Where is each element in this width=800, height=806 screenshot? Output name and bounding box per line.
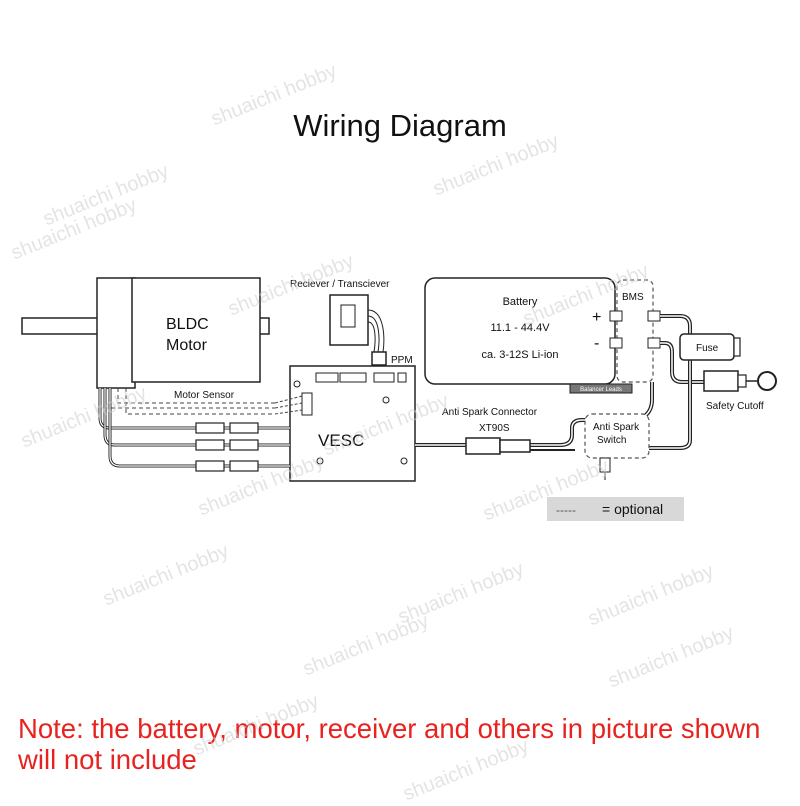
anti-spark-connector: Anti Spark Connector XT90S (442, 407, 538, 455)
bullet-connector-a1 (195, 422, 225, 434)
receiver-label: Reciever / Transciever (290, 279, 390, 290)
legend-box (547, 497, 684, 521)
anti-spark-switch-label-1: Anti Spark (593, 422, 640, 433)
phase-wire-b-inner (104, 388, 290, 446)
phase-wire-c-inner (109, 388, 290, 467)
bms-terminal-plus (609, 310, 623, 322)
battery-plus: + (592, 309, 601, 326)
battery-voltage: 11.1 - 44.4V (490, 322, 550, 334)
anti-spark-switch: Anti Spark Switch (584, 413, 650, 480)
legend: ----- = optional (547, 497, 684, 521)
battery: Battery 11.1 - 44.4V ca. 3-12S Li-ion + … (424, 277, 633, 394)
vesc-header-4 (397, 372, 407, 383)
motor-shaft (21, 317, 103, 335)
bullet-connector-c2 (229, 460, 259, 472)
vesc-board (289, 365, 416, 482)
disclaimer-note: Note: the battery, motor, receiver and o… (18, 713, 761, 775)
bullet-connector-a2 (229, 422, 259, 434)
legend-dashes: ----- (556, 503, 576, 517)
legend-text: = optional (602, 501, 663, 517)
receiver-wire-1 (367, 309, 385, 353)
motor-sensor-label: Motor Sensor (174, 390, 235, 401)
vesc-header-2 (339, 372, 367, 383)
page-title: Wiring Diagram (293, 108, 507, 143)
battery-cells: ca. 3-12S Li-ion (481, 349, 558, 361)
anti-spark-connector-label: Anti Spark Connector (442, 407, 538, 418)
xt90s-female (465, 437, 501, 455)
receiver: Reciever / Transciever PPM (290, 279, 413, 376)
vesc-mount-hole (293, 380, 301, 388)
bullet-connector-b2 (229, 439, 259, 451)
ppm-label: PPM (391, 355, 413, 366)
motor-body (131, 277, 261, 383)
balancer-leads (569, 383, 633, 394)
motor-front-flange (96, 277, 136, 389)
vesc: VESC (289, 365, 416, 482)
safety-plug-cap (737, 374, 747, 388)
bms-out-minus (647, 337, 661, 349)
sensor-fan-in (274, 395, 303, 415)
switch-lead (530, 418, 592, 447)
wire-return-inner (642, 360, 691, 449)
battery-minus: - (594, 335, 599, 352)
bullet-connector-c1 (195, 460, 225, 472)
battery-pack (424, 277, 616, 385)
sensor-wire-dashed (125, 388, 275, 415)
ppm-plug (371, 351, 387, 366)
motor-label-line2: Motor (166, 337, 208, 354)
receiver-window (340, 304, 356, 328)
fuse-cap (733, 337, 741, 357)
battery-label: Battery (503, 296, 538, 308)
anti-spark-connector-type: XT90S (479, 423, 510, 434)
fuse-label: Fuse (696, 343, 719, 354)
safety-label: Safety Cutoff (706, 401, 764, 412)
vesc-sensor-header (301, 392, 313, 416)
phase-wires (98, 388, 290, 472)
anti-spark-switch-label-2: Switch (597, 435, 626, 446)
vesc-ppm-header (373, 372, 395, 383)
vesc-label: VESC (318, 431, 364, 450)
motor-sensor-wiring: Motor Sensor (109, 388, 303, 415)
receiver-wire-2 (367, 315, 380, 353)
bms-label: BMS (622, 292, 644, 303)
motor-label-line1: BLDC (166, 316, 209, 333)
receiver-wire-3 (367, 321, 376, 353)
anti-spark-switch-box (584, 413, 650, 459)
vesc-mount-hole (400, 457, 408, 465)
fuse: Fuse (679, 333, 741, 361)
bullet-connector-b1 (195, 439, 225, 451)
vesc-header-1 (315, 372, 339, 383)
xt90s-male (499, 439, 531, 453)
vesc-power-leads (415, 418, 592, 451)
wire-to-safety-inner (660, 342, 704, 383)
sensor-wire-dashed (117, 388, 275, 404)
vesc-mount-hole (382, 396, 390, 404)
bms-terminal-minus (609, 337, 623, 349)
bms: BMS (609, 279, 661, 383)
switch-lead-inner (530, 419, 592, 446)
safety-cutoff: Safety Cutoff (703, 370, 777, 412)
safety-key-ring[interactable] (757, 371, 777, 391)
bms-out-plus (647, 310, 661, 322)
balancer-leads-label: Balancer Leads (580, 387, 622, 393)
sensor-wire-dashed (109, 388, 275, 409)
safety-plug (703, 370, 739, 392)
bms-box (616, 279, 654, 383)
bldc-motor: BLDC Motor (21, 277, 270, 389)
switch-button[interactable] (599, 457, 611, 473)
vesc-mount-hole (316, 457, 324, 465)
